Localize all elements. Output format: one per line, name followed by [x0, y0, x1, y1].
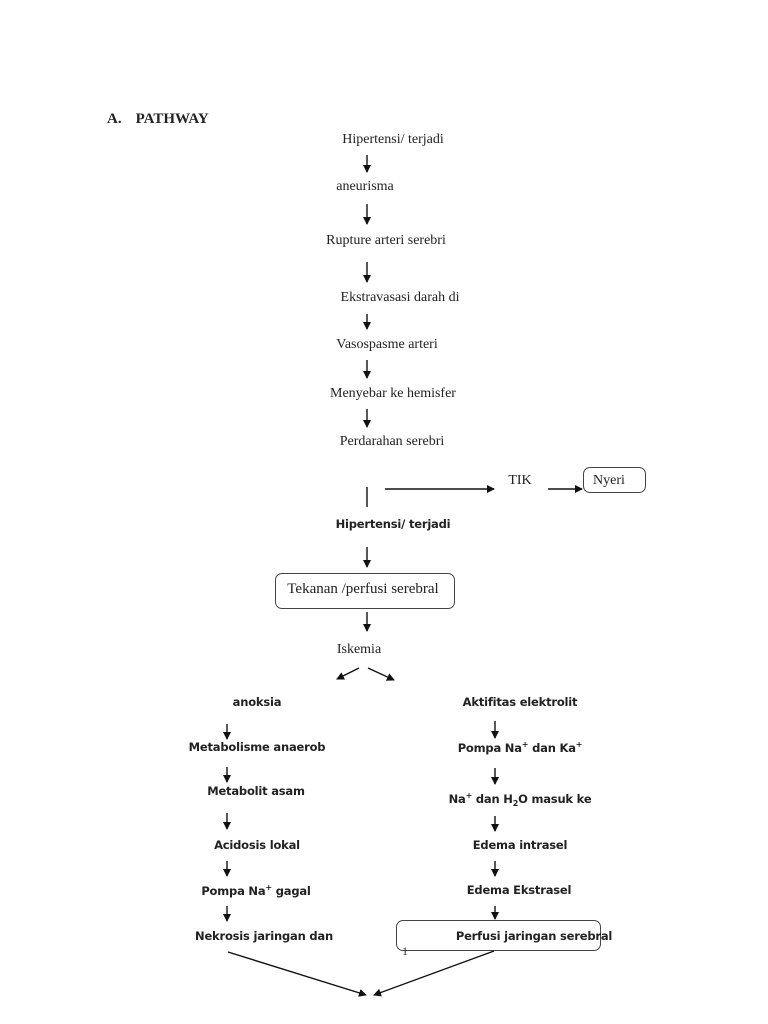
node-hipertensi: Hipertensi/ terjadi [342, 132, 444, 147]
node-pompa-na-ka: Pompa Na+ dan Ka+ [458, 740, 583, 755]
arrow-down-left-icon [336, 667, 360, 680]
na-sup: + [465, 791, 473, 800]
node-iskemia: Iskemia [336, 642, 382, 657]
h2o-sub: 2 [512, 799, 519, 809]
section-number: A. [107, 111, 122, 127]
na-mid: dan H [472, 791, 513, 806]
node-aktifitas: Aktifitas elektrolit [462, 695, 578, 709]
node-nyeri: Nyeri [593, 473, 625, 488]
node-anoksia: anoksia [232, 695, 282, 709]
pompa-sup-1: + [521, 740, 529, 749]
pompa-text: Pompa Na [457, 740, 522, 755]
node-rupture: Rupture arteri serebri [326, 233, 446, 248]
node-tekanan: Tekanan /perfusi serebral [287, 581, 439, 597]
section-title: PATHWAY [135, 111, 209, 127]
node-perfusi: Perfusi jaringan serebral [455, 929, 613, 943]
node-metabolisme: Metabolisme anaerob [188, 740, 326, 754]
nyeri-box [583, 467, 646, 493]
page-marker: 1 [402, 944, 408, 958]
pompa-mid: dan Ka [528, 740, 576, 755]
node-aneurisma: aneurisma [336, 179, 394, 194]
arrow-converge-left-icon [227, 951, 367, 997]
node-nekrosis: Nekrosis jaringan dan [195, 929, 333, 943]
arrow-down-right-icon [367, 667, 395, 681]
arrow-converge-right-icon [373, 950, 495, 997]
pompa-gagal-tail: gagal [271, 883, 311, 898]
pompa-gagal-text: Pompa Na [201, 883, 266, 898]
na-tail: O masuk ke [518, 791, 592, 806]
node-vasospasme: Vasospasme arteri [336, 337, 438, 352]
na-text: Na [448, 791, 466, 806]
node-na-h2o: Na+ dan H2O masuk ke [449, 791, 592, 808]
node-edema-ekstrasel: Edema Ekstrasel [466, 883, 572, 897]
node-tik: TIK [508, 473, 532, 488]
pompa-gagal-sup: + [265, 883, 272, 892]
node-hipertensi-2: Hipertensi/ terjadi [335, 517, 451, 531]
node-pompa-gagal: Pompa Na+ gagal [201, 883, 311, 898]
tekanan-box [275, 573, 455, 609]
section-heading: A. PATHWAY [107, 111, 209, 128]
node-menyebar: Menyebar ke hemisfer [330, 386, 456, 401]
node-ekstravasasi: Ekstravasasi darah di [340, 290, 460, 305]
perfusi-box [396, 920, 601, 951]
node-edema-intrasel: Edema intrasel [472, 838, 568, 852]
node-perdarahan: Perdarahan serebri [339, 434, 445, 449]
pompa-sup-2: + [575, 740, 583, 749]
node-metabolit: Metabolit asam [207, 784, 305, 798]
node-acidosis: Acidosis lokal [214, 838, 300, 852]
